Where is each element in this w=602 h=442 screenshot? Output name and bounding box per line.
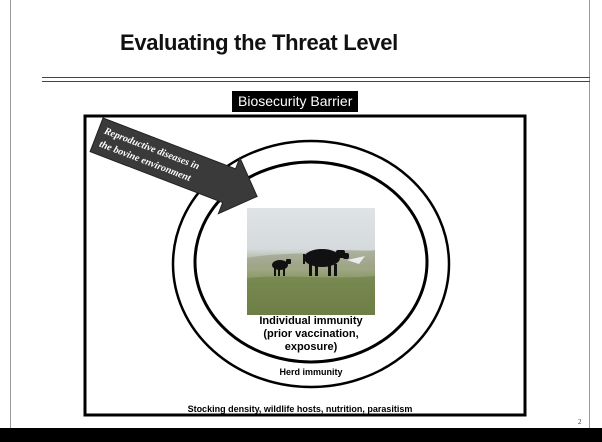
- individual-label-line3: exposure): [284, 341, 338, 353]
- slide-title: Evaluating the Threat Level: [120, 30, 398, 55]
- individual-immunity-label: Individual immunity (prior vaccination, …: [246, 315, 376, 354]
- biosecurity-barrier-box: [83, 114, 527, 417]
- disease-arrow-shape: [89, 117, 258, 215]
- individual-label-line1: Individual immunity: [259, 315, 363, 327]
- biosecurity-barrier-label: Biosecurity Barrier: [232, 91, 359, 112]
- individual-immunity-ring: [193, 160, 429, 364]
- herd-immunity-label: Herd immunity: [279, 367, 343, 377]
- title-rule-bottom: [42, 81, 590, 82]
- herd-immunity-ring: [171, 139, 451, 389]
- slide-frame: [10, 0, 590, 428]
- cattle-photo-icon: [247, 208, 375, 315]
- environment-factors-label: Stocking density, wildlife hosts, nutrit…: [187, 404, 413, 414]
- page-number: 2: [578, 418, 582, 426]
- bottom-band: [0, 428, 602, 442]
- individual-label-line2: (prior vaccination,: [263, 328, 359, 340]
- disease-arrow: Reproductive diseases in the bovine envi…: [89, 117, 258, 215]
- title-rule-top: [42, 77, 590, 78]
